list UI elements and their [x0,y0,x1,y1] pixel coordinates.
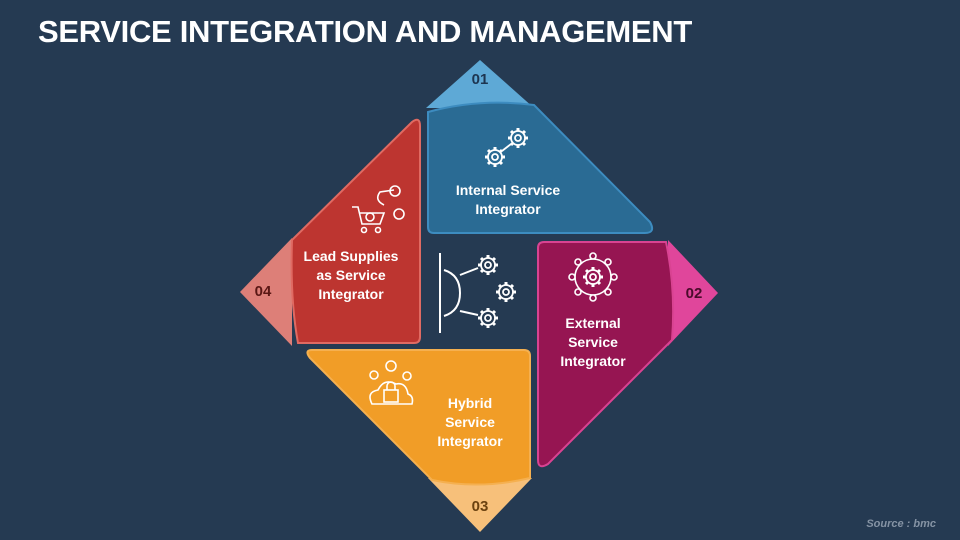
segment-02 [537,240,718,468]
source-note: Source : bmc [866,518,936,530]
label-lead-supplies: Lead Supplies as Service Integrator [303,248,399,302]
body-03 [306,349,531,486]
segment-03 [306,349,532,532]
cloud-lock-icon [369,360,414,405]
segment-04 [240,118,421,346]
gear-network-icon [568,252,618,302]
label-internal-service-integrator: Internal Service Integrator [455,182,561,217]
number-01: 01 [471,71,489,88]
gears-integration-icon [439,253,518,333]
tip-01 [426,60,534,108]
tip-02 [668,240,718,346]
tip-04 [240,238,292,346]
cart-magnet-icon [352,185,405,234]
tip-03 [428,478,532,532]
page-title: SERVICE INTEGRATION AND MANAGEMENT [38,14,693,49]
label-external-service-integrator: External Service Integrator [560,315,626,369]
number-02: 02 [685,285,703,302]
label-hybrid-service-integrator: Hybrid Service Integrator [437,395,503,449]
body-01 [427,101,654,234]
segment-01 [426,60,654,234]
body-04 [290,118,421,344]
number-03: 03 [471,498,489,515]
linked-gears-icon [483,126,530,169]
number-04: 04 [254,283,272,300]
body-02 [537,241,675,468]
